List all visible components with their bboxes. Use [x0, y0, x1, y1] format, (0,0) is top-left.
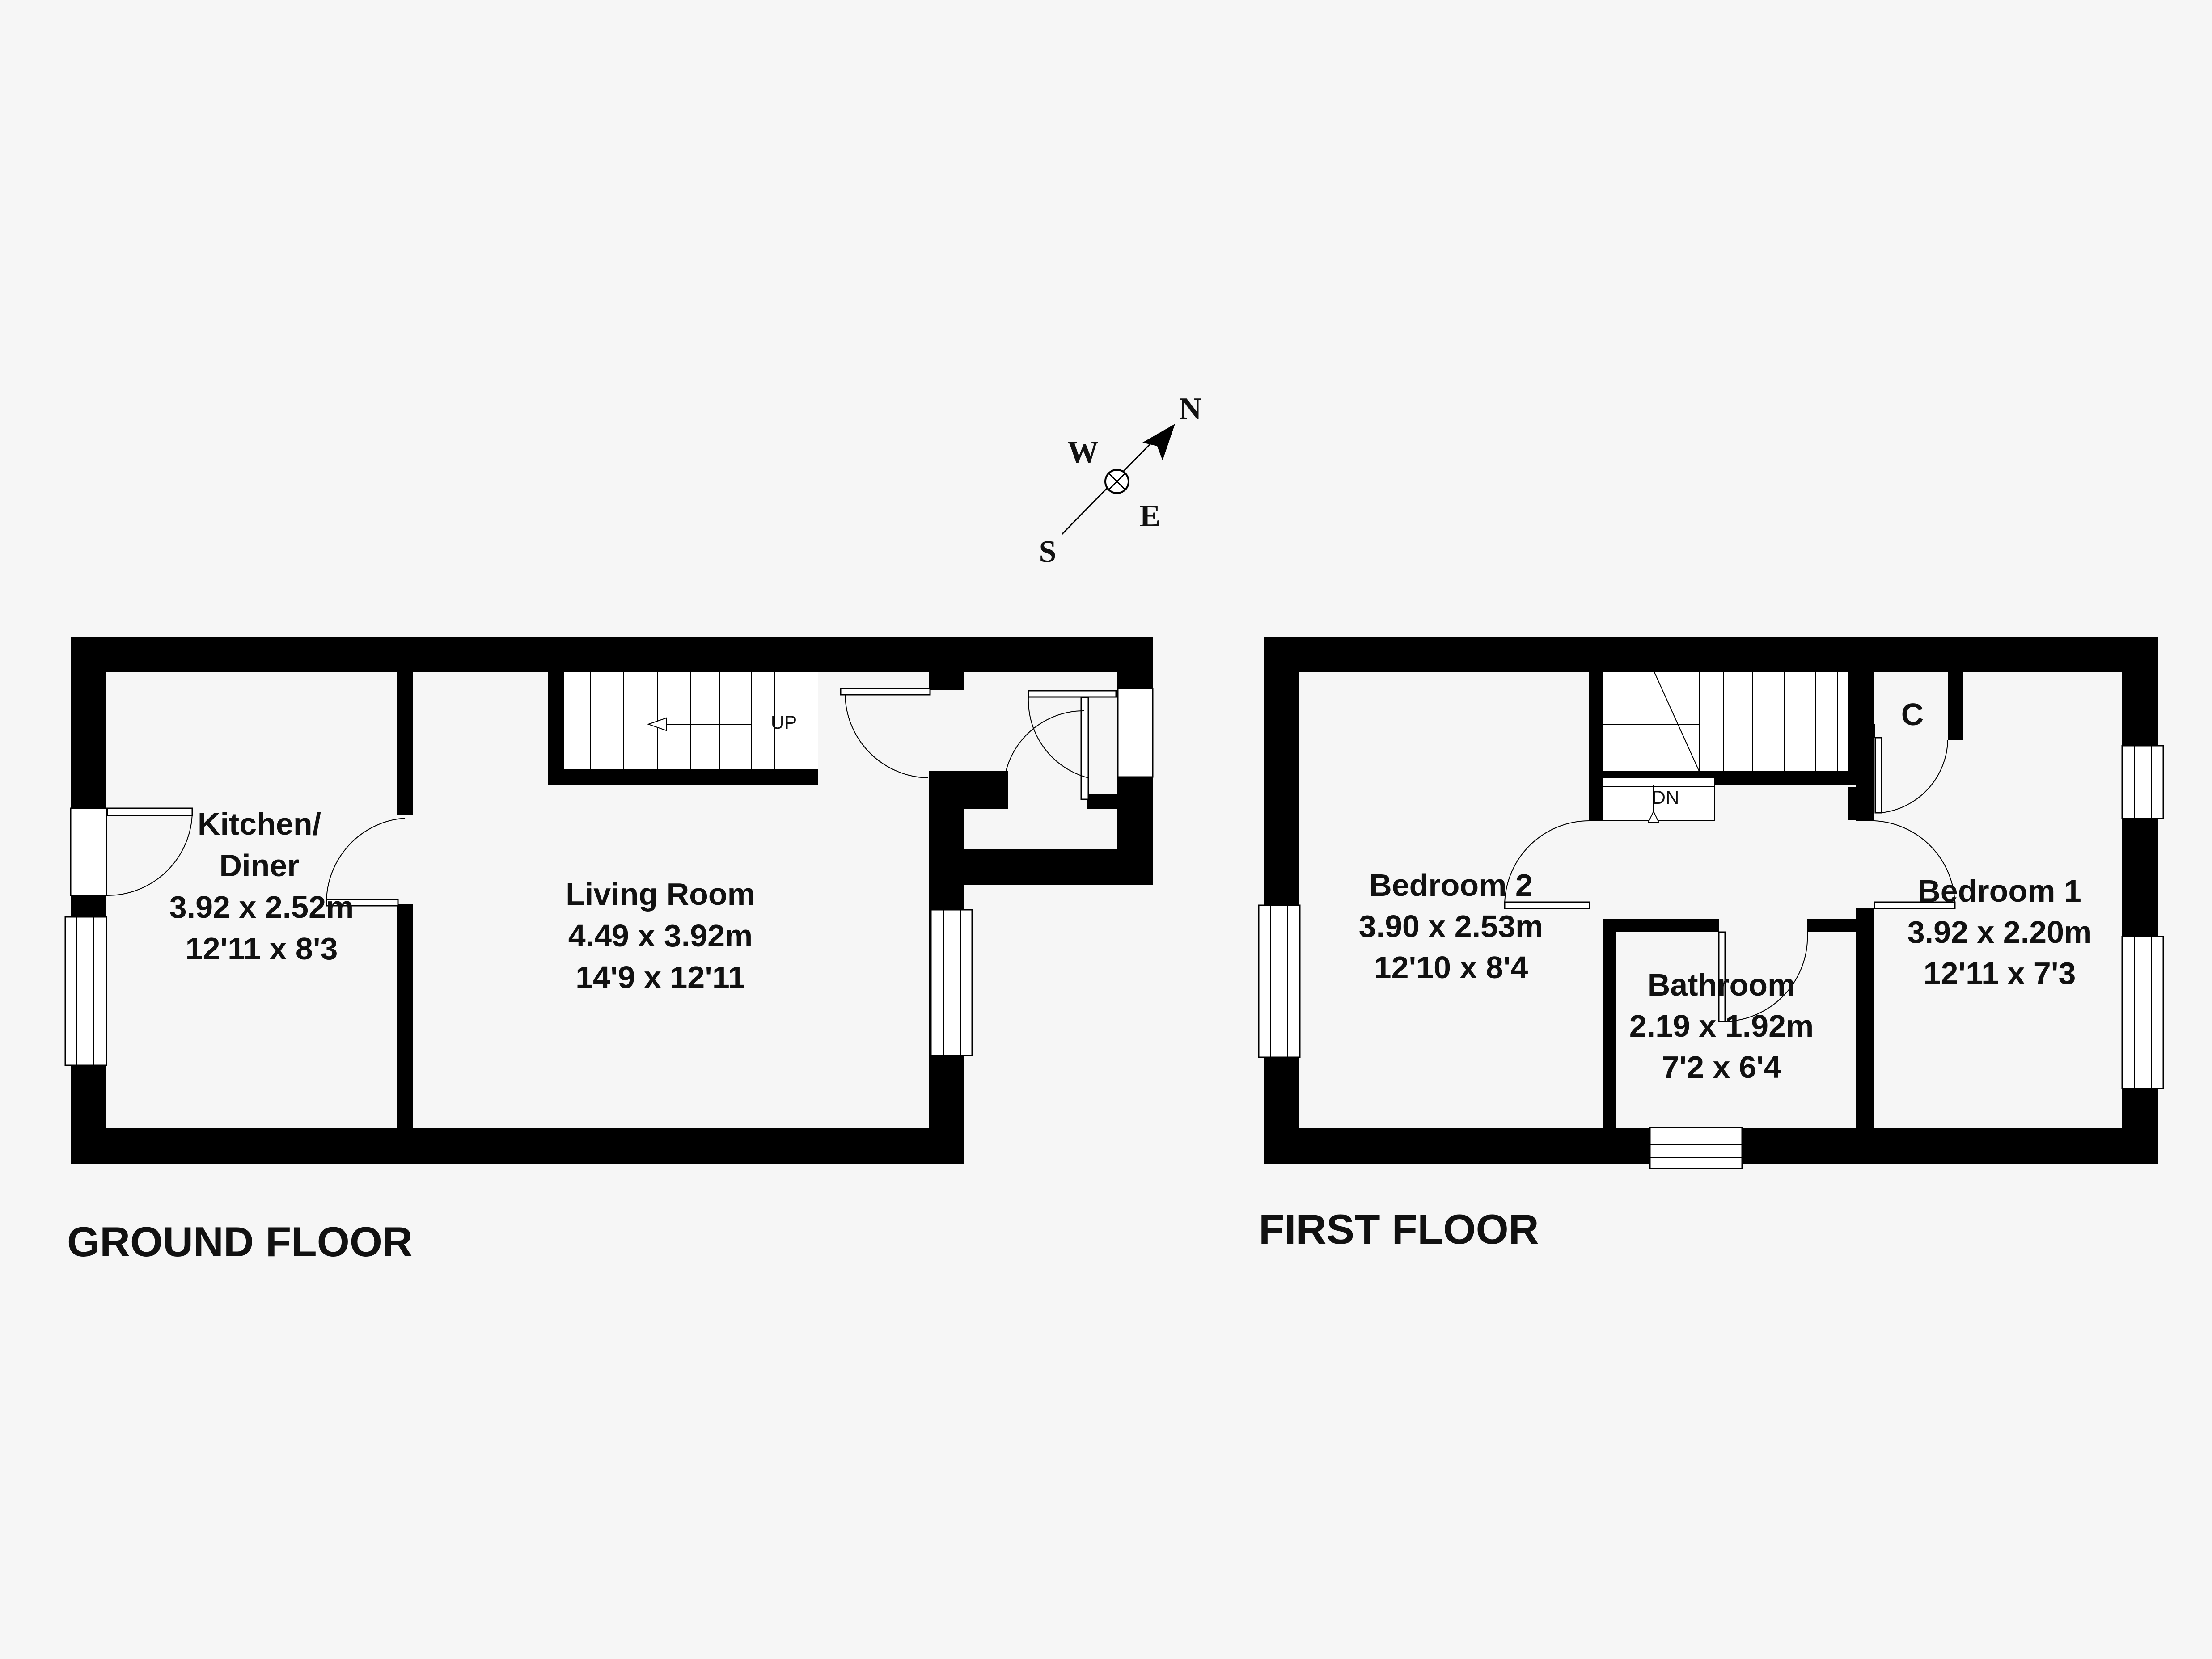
ground-floor-title: GROUND FLOOR	[67, 1218, 413, 1265]
bedroom2-door-swing	[1504, 820, 1590, 906]
bedroom2-window	[1258, 904, 1301, 1058]
front-door-swing	[845, 694, 929, 778]
hall-window	[1117, 688, 1154, 778]
compass-east: E	[1140, 499, 1161, 533]
room-imperial: 12'11 x 7'3	[1924, 956, 2076, 991]
kitchen-door-swing	[107, 811, 193, 896]
bathroom-label: Bathroom 2.19 x 1.92m 7'2 x 6'4	[1629, 967, 1814, 1085]
room-name: Diner	[220, 848, 300, 883]
room-name: Bathroom	[1648, 967, 1796, 1002]
stairs-up-arrow-icon	[647, 717, 667, 731]
bathroom-door-swing	[1725, 932, 1808, 1022]
room-name: Living Room	[566, 877, 755, 912]
first-floor-stairs: DN	[1602, 672, 1848, 823]
north-arrow-icon	[1142, 424, 1175, 460]
room-imperial: 7'2 x 6'4	[1662, 1050, 1781, 1085]
ground-floor-stairs: UP	[564, 672, 818, 769]
bedroom1-window-bottom	[2121, 936, 2164, 1089]
compass-west: W	[1067, 435, 1099, 470]
room-name: Kitchen/	[198, 806, 321, 841]
kitchen-door-opening	[70, 807, 107, 896]
living-room-window	[930, 909, 973, 1056]
room-metric: 4.49 x 3.92m	[568, 918, 753, 953]
cupboard-label: C	[1901, 697, 1924, 732]
cupboard-door-leaf	[1874, 737, 1882, 814]
first-floor-title: FIRST FLOOR	[1259, 1206, 1539, 1253]
room-name: Bedroom 1	[1918, 874, 2081, 908]
room-name: Bedroom 2	[1369, 868, 1533, 903]
stairs-down-arrow-icon	[1647, 810, 1660, 823]
kitchen-door-leaf	[106, 807, 193, 816]
stairs-up-label: UP	[771, 712, 797, 733]
room-imperial: 12'11 x 8'3	[186, 931, 338, 966]
bedroom2-door-leaf	[1504, 901, 1590, 909]
room-metric: 3.90 x 2.53m	[1359, 909, 1544, 944]
room-metric: 3.92 x 2.20m	[1907, 915, 2092, 950]
bedroom2-label: Bedroom 2 3.90 x 2.53m 12'10 x 8'4	[1359, 868, 1544, 985]
kitchen-diner-label: Kitchen/ Diner 3.92 x 2.52m 12'11 x 8'3	[169, 806, 354, 966]
compass-north: N	[1179, 392, 1202, 426]
first-floor-plan: DN Bedroom 2 3.90 x 2.53m 12'10 x 8'4 Ba…	[1258, 637, 2164, 1253]
bedroom1-door-swing	[1874, 820, 1955, 906]
compass-south: S	[1039, 535, 1057, 569]
lobby-door-frame	[1080, 697, 1089, 800]
bedroom1-window-top	[2121, 745, 2164, 819]
compass: N W E S	[1039, 392, 1202, 569]
room-imperial: 12'10 x 8'4	[1374, 950, 1528, 985]
room-metric: 2.19 x 1.92m	[1629, 1009, 1814, 1043]
living-room-label: Living Room 4.49 x 3.92m 14'9 x 12'11	[566, 877, 755, 995]
stairs-down-label: DN	[1652, 787, 1679, 808]
front-door-leaf	[840, 688, 931, 696]
bathroom-door-leaf	[1718, 931, 1726, 1022]
cupboard-door-swing	[1881, 740, 1948, 813]
bathroom-window	[1649, 1127, 1743, 1169]
lobby-door-leaf	[1028, 690, 1117, 698]
kitchen-window	[64, 916, 107, 1066]
room-imperial: 14'9 x 12'11	[575, 960, 745, 995]
kitchen-living-door-swing	[326, 818, 406, 903]
room-metric: 3.92 x 2.52m	[169, 890, 354, 924]
lobby-door-swing	[1003, 710, 1084, 792]
ground-floor-plan: UP Kitchen/ Diner 3.92 x 2.52m 12'11 x 8…	[64, 637, 1154, 1265]
bedroom1-label: Bedroom 1 3.92 x 2.20m 12'11 x 7'3	[1907, 874, 2092, 991]
